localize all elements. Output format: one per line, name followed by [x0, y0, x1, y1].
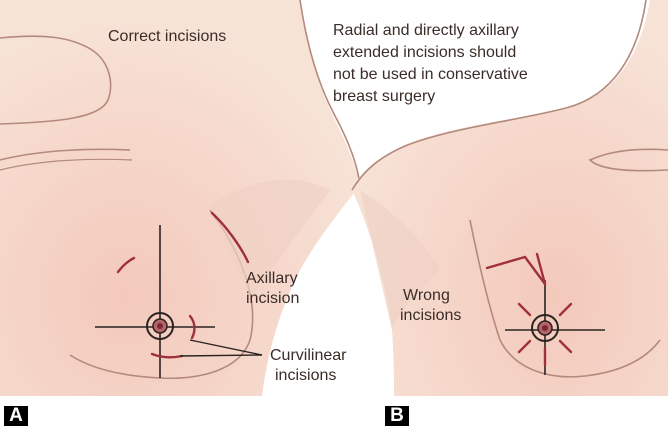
panel-b-note-line4: breast surgery [333, 87, 435, 106]
panel-a-torso [0, 0, 360, 396]
axillary-label-line1: Axillary [246, 269, 298, 288]
panel-b-note-line3: not be used in conservative [333, 65, 528, 84]
panel-b-tag: B [385, 406, 409, 426]
panel-b-note-line1: Radial and directly axillary [333, 21, 519, 40]
wrong-label-line1: Wrong [403, 286, 450, 305]
wrong-label-line2: incisions [400, 306, 461, 325]
panel-a-tag: A [4, 406, 28, 426]
curvilinear-label-line2: incisions [275, 366, 336, 385]
curvilinear-label-line1: Curvilinear [270, 346, 346, 365]
panel-a-title: Correct incisions [108, 27, 226, 46]
panel-b-note-line2: extended incisions should [333, 43, 516, 62]
axillary-label-line2: incision [246, 289, 299, 308]
